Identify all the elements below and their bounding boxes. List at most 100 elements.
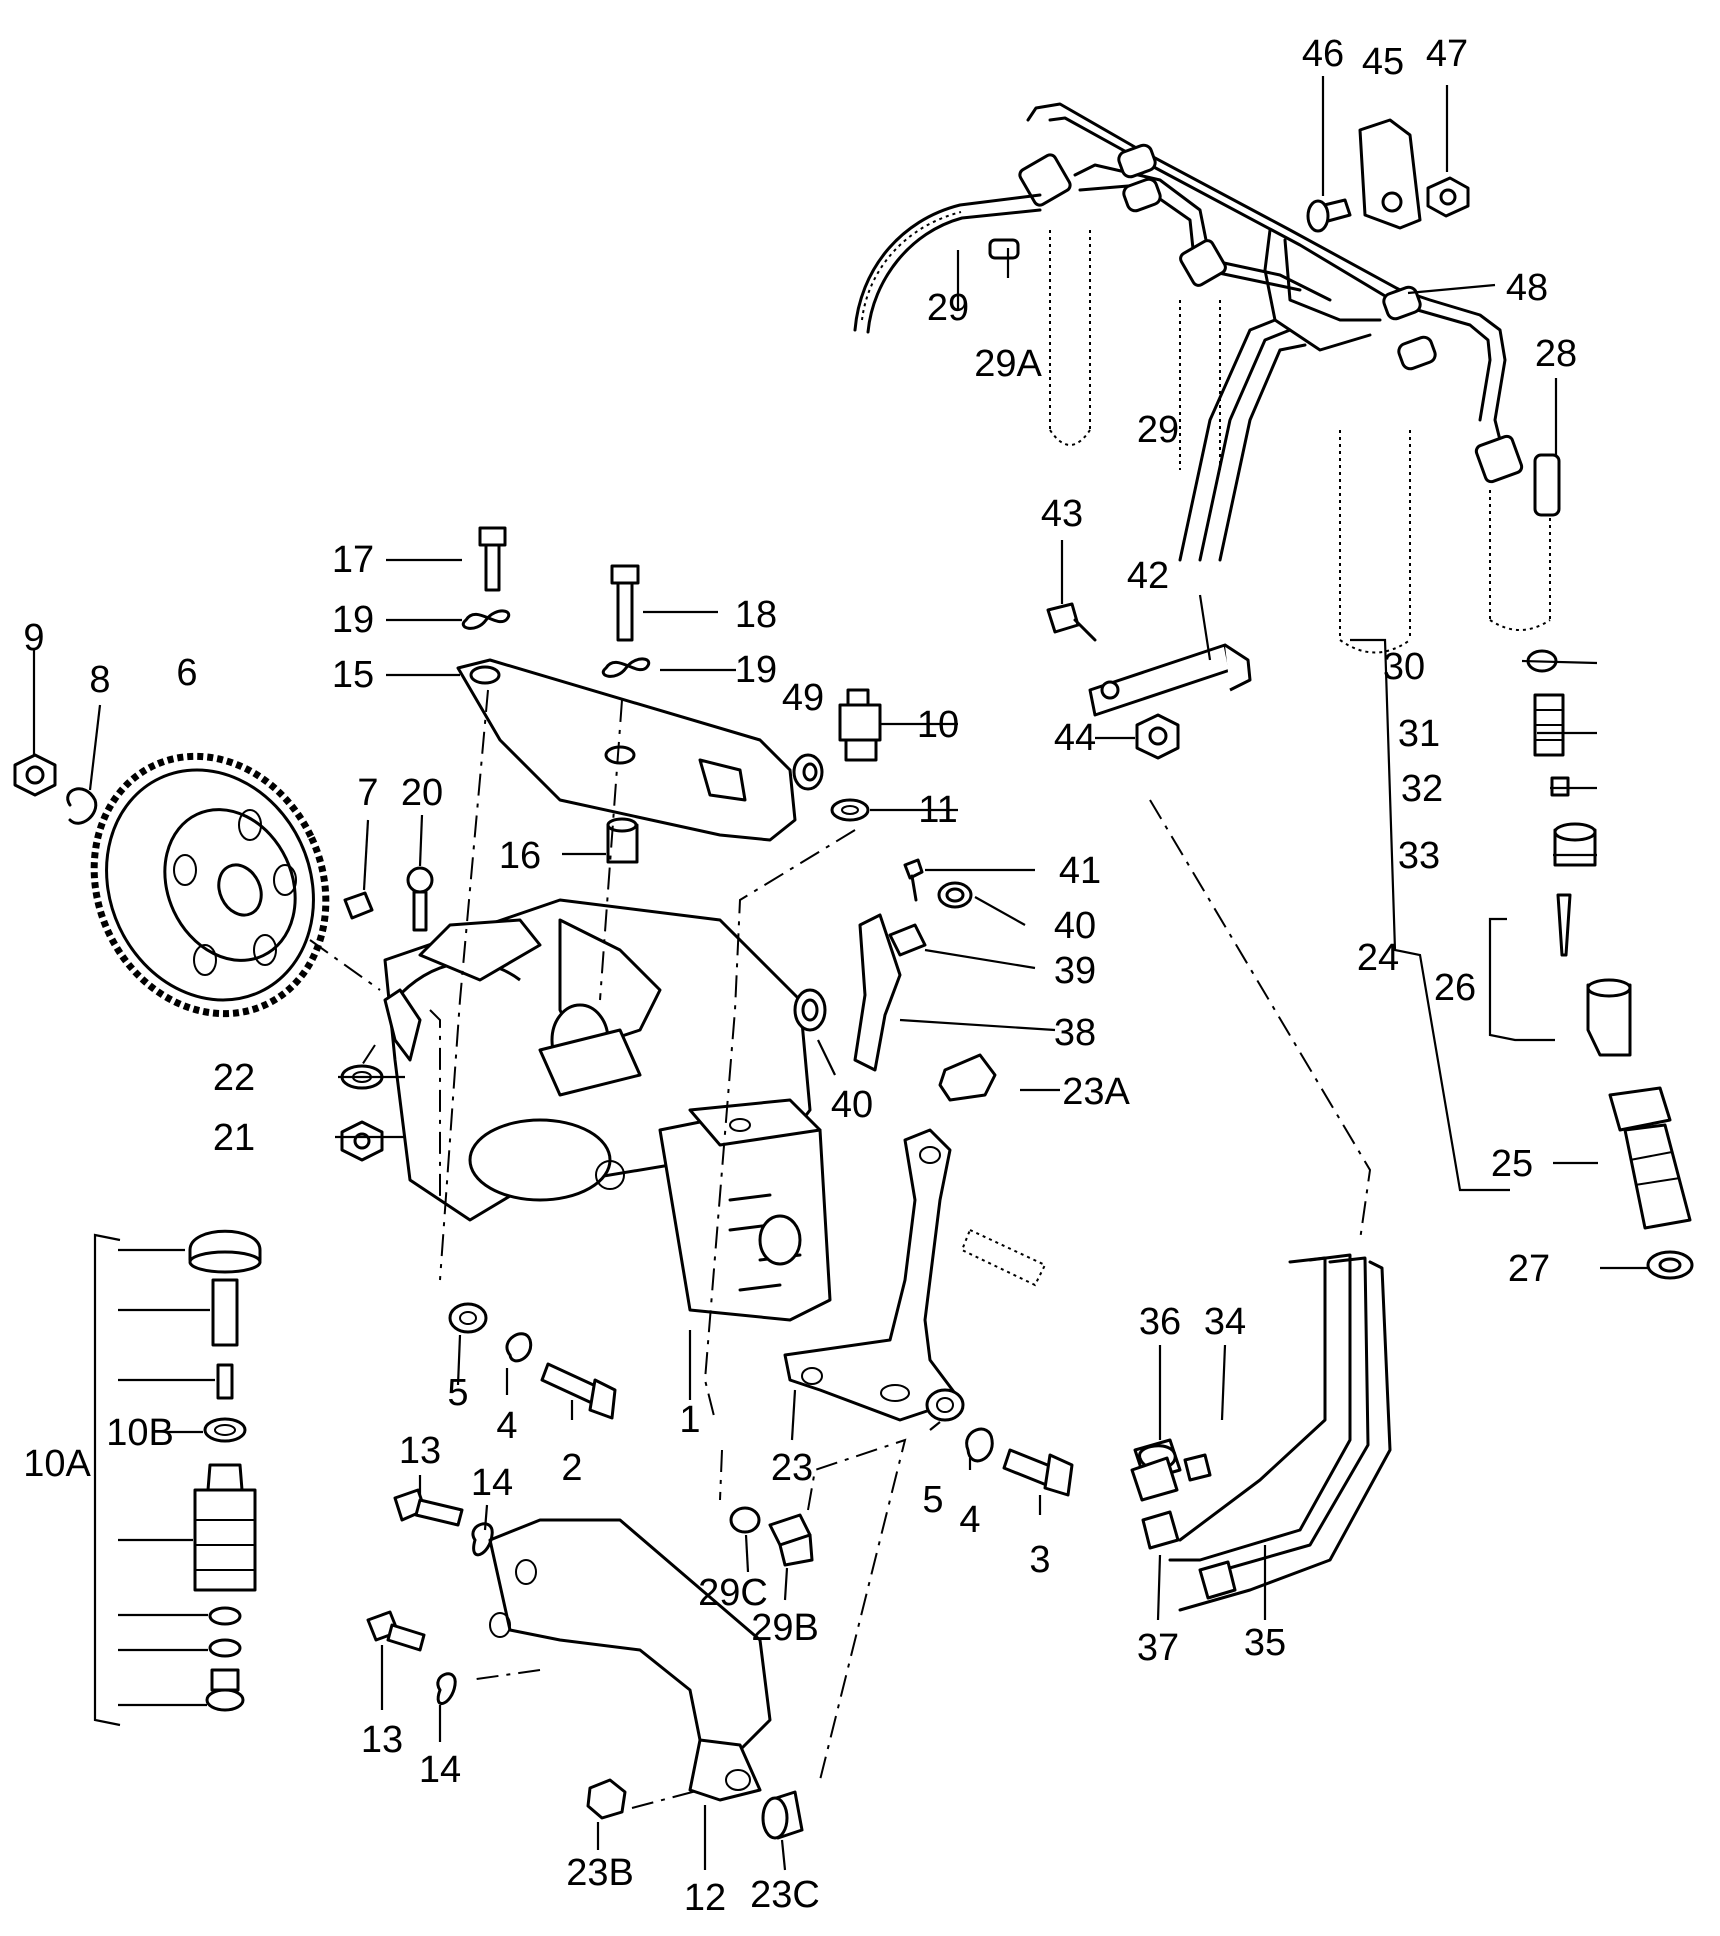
callout-5: 5 — [447, 1372, 468, 1414]
fittings-29BC — [729, 1506, 814, 1567]
dowel-sleeve-icon — [1533, 453, 1561, 517]
bolt-head-icon — [588, 1378, 617, 1420]
assembly-guidelines — [309, 689, 1372, 1809]
callout-29A: 29A — [974, 343, 1042, 385]
pipe-clamp-icon — [1397, 335, 1437, 371]
callout-48: 48 — [1506, 267, 1548, 309]
callout-15: 15 — [332, 654, 374, 696]
callout-13: 13 — [361, 1719, 403, 1761]
hose-clip-icon — [988, 238, 1020, 260]
bolt-head-icon — [1043, 1453, 1074, 1497]
callout-16: 16 — [499, 835, 541, 877]
leak-off-hose — [853, 193, 1042, 334]
callout-4: 4 — [496, 1405, 517, 1447]
callout-45: 45 — [1362, 41, 1404, 83]
union-nut-icon — [1179, 239, 1227, 287]
callout-19: 19 — [332, 599, 374, 641]
bracket-42-assembly — [1046, 602, 1252, 760]
bolt-head-icon — [1046, 602, 1080, 634]
injection-pipes-lower — [1130, 1253, 1392, 1612]
callout-23C: 23C — [750, 1874, 820, 1916]
callout-35: 35 — [1244, 1622, 1286, 1664]
callout-8: 8 — [89, 659, 110, 701]
union-nut-icon — [1018, 153, 1072, 207]
callout-13: 13 — [399, 1430, 441, 1472]
callout-46: 46 — [1302, 33, 1344, 75]
callout-38: 38 — [1054, 1012, 1096, 1054]
callout-10B: 10B — [106, 1412, 174, 1454]
key-icon — [343, 891, 374, 920]
callout-12: 12 — [684, 1877, 726, 1919]
bracket-23 — [783, 1128, 962, 1422]
bracket-12 — [488, 1518, 772, 1802]
callout-32: 32 — [1401, 768, 1443, 810]
timing-gear-assembly — [13, 752, 374, 1018]
small-fittings — [406, 688, 882, 932]
callout-27: 27 — [1508, 1248, 1550, 1290]
callout-36: 36 — [1139, 1301, 1181, 1343]
callout-19: 19 — [735, 649, 777, 691]
callout-23B: 23B — [566, 1852, 634, 1894]
callout-labels: 46 45 47 48 29 29A 29 28 43 42 17 18 19 … — [23, 33, 1577, 1919]
callout-29: 29 — [927, 287, 969, 329]
hidden-bolt — [960, 1228, 1047, 1287]
bolts-top — [462, 526, 650, 678]
callout-28: 28 — [1535, 333, 1577, 375]
callout-40: 40 — [1054, 905, 1096, 947]
cold-start-kit — [188, 1229, 262, 1712]
callout-40: 40 — [831, 1084, 873, 1126]
callout-23: 23 — [771, 1447, 813, 1489]
callout-31: 31 — [1398, 713, 1440, 755]
callout-30: 30 — [1383, 646, 1425, 688]
callout-29C: 29C — [698, 1572, 768, 1614]
union-nut-icon — [1474, 434, 1524, 484]
callout-33: 33 — [1398, 835, 1440, 877]
injection-pipes-upper — [1018, 102, 1524, 562]
fasteners-13-14 — [366, 1488, 494, 1706]
fasteners-bracket-23 — [925, 1388, 1074, 1497]
callout-3: 3 — [1029, 1539, 1050, 1581]
nozzle-components — [1526, 649, 1694, 1280]
injection-pump — [383, 898, 832, 1322]
callout-9: 9 — [23, 617, 44, 659]
pipe-clamp-icon — [1122, 177, 1162, 213]
callout-29B: 29B — [751, 1607, 819, 1649]
fittings-23BC — [586, 1778, 804, 1840]
callout-41: 41 — [1059, 850, 1101, 892]
callout-22: 22 — [213, 1057, 255, 1099]
callout-5: 5 — [922, 1479, 943, 1521]
callout-21: 21 — [213, 1117, 255, 1159]
callout-6: 6 — [176, 652, 197, 694]
callout-10: 10 — [917, 704, 959, 746]
pipe-clamp-icon — [1382, 285, 1422, 321]
callout-14: 14 — [471, 1462, 513, 1504]
bracket-15 — [456, 658, 797, 842]
washer-nut-21-22 — [340, 1064, 384, 1162]
pipe-bracket-assembly — [1306, 118, 1470, 233]
callout-11: 11 — [918, 789, 957, 831]
callout-47: 47 — [1426, 33, 1468, 75]
callout-1: 1 — [679, 1399, 700, 1441]
callout-43: 43 — [1041, 493, 1083, 535]
callout-37: 37 — [1137, 1627, 1179, 1669]
callout-17: 17 — [332, 539, 374, 581]
pipe-clamp-icon — [1117, 143, 1157, 179]
cover-parts — [793, 858, 997, 1102]
callout-29: 29 — [1137, 409, 1179, 451]
callout-24: 24 — [1357, 937, 1399, 979]
callout-10A: 10A — [23, 1443, 91, 1485]
callout-14: 14 — [419, 1749, 461, 1791]
leader-lines — [32, 76, 1649, 1871]
callout-4: 4 — [959, 1499, 980, 1541]
callout-26: 26 — [1434, 967, 1476, 1009]
callout-25: 25 — [1491, 1143, 1533, 1185]
callout-34: 34 — [1204, 1301, 1246, 1343]
callout-44: 44 — [1054, 717, 1096, 759]
callout-2: 2 — [561, 1447, 582, 1489]
callout-23A: 23A — [1062, 1071, 1130, 1113]
callout-49: 49 — [782, 677, 824, 719]
callout-39: 39 — [1054, 950, 1096, 992]
callout-18: 18 — [735, 594, 777, 636]
callout-42: 42 — [1127, 555, 1169, 597]
